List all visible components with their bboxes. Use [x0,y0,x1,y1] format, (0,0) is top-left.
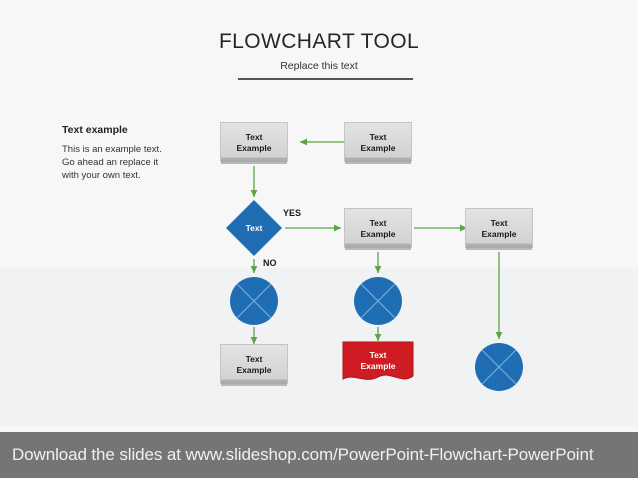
flowchart-node-box-bottom-left[interactable]: Text Example [220,344,288,384]
flowchart-node-circle-right[interactable] [474,342,524,392]
node-label: Text Example [236,353,272,375]
page-subtitle: Replace this text [280,60,358,72]
branch-label-yes: YES [283,208,302,218]
footer-banner: Download the slides at www.slideshop.com… [0,432,638,478]
title-divider [238,78,413,80]
side-note-heading: Text example [62,124,128,136]
side-note: Text example This is an example text. Go… [62,124,207,182]
side-note-body: This is an example text. Go ahead an rep… [62,144,162,181]
node-label: Text Example [360,217,396,239]
node-label: Text Example [236,131,272,153]
flowchart-node-document-red[interactable]: Text Example [342,341,414,385]
page-title: FLOWCHART TOOL [218,30,420,53]
flowchart-node-box-top-left[interactable]: Text Example [220,122,288,162]
footer-text: Download the slides at www.slideshop.com… [12,445,594,464]
flowchart-node-box-top-right[interactable]: Text Example [344,122,412,162]
circle-cross-icon [475,343,523,391]
node-label: Text Example [360,349,396,371]
document-wave-shape [342,341,414,380]
flowchart-node-decision[interactable]: Text [225,199,283,257]
flowchart-node-box-mid-right[interactable]: Text Example [465,208,533,248]
node-label: Text Example [360,131,396,153]
circle-cross-icon [230,277,278,325]
flowchart-node-circle-left[interactable] [229,276,279,326]
node-label: Text Example [481,217,517,239]
diamond-shape [226,200,282,256]
background-band-middle [0,268,638,426]
node-label: Text [245,223,263,233]
flowchart-node-circle-center[interactable] [353,276,403,326]
circle-cross-icon [354,277,402,325]
flowchart-node-box-mid-center[interactable]: Text Example [344,208,412,248]
branch-label-no: NO [263,258,277,268]
